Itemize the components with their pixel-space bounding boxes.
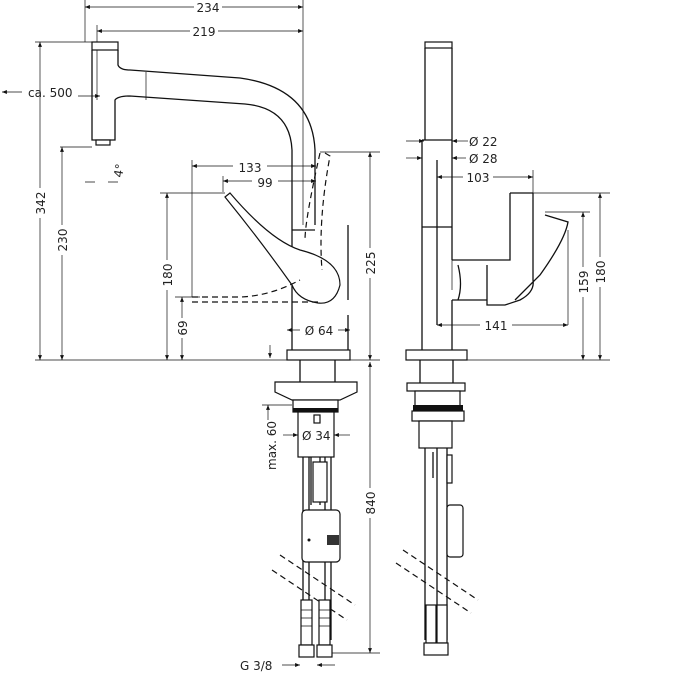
dim-840: 840: [364, 492, 378, 515]
dim-103: 103: [467, 171, 490, 185]
dim-225: 225: [364, 252, 378, 275]
dim-180: 180: [161, 264, 175, 287]
dim-angle: 4°: [111, 163, 127, 179]
dim-spout-diameter: Ø 22: [469, 135, 498, 149]
dim-side-180: 180: [594, 261, 608, 284]
dim-159: 159: [577, 271, 591, 294]
dim-141: 141: [485, 319, 508, 333]
lever: [224, 192, 341, 304]
dim-99: 99: [257, 176, 272, 190]
dim-234: 234: [197, 1, 220, 15]
dim-133: 133: [239, 161, 262, 175]
side-view: Ø 22 Ø 28 103 141 159 180: [405, 41, 610, 361]
dim-base-diameter: Ø 64: [305, 324, 334, 338]
installation-front: max. 60 Ø 34 840 G 3/8: [240, 360, 380, 673]
installation-side: [395, 360, 479, 656]
spout-head-top: [91, 41, 119, 51]
dim-thread: G 3/8: [240, 659, 272, 673]
dim-219: 219: [193, 25, 216, 39]
dim-230: 230: [56, 229, 70, 252]
dim-max-60: max. 60: [265, 421, 279, 470]
dim-342: 342: [34, 192, 48, 215]
dim-shank-diameter: Ø 34: [302, 429, 331, 443]
dim-body-diameter: Ø 28: [469, 152, 498, 166]
front-view: 234 219 ca. 500 4° 342 230 180 69 225 13…: [2, 0, 380, 361]
control-box: [301, 509, 341, 563]
dim-hose: ca. 500: [28, 86, 72, 100]
dim-69: 69: [176, 320, 190, 335]
